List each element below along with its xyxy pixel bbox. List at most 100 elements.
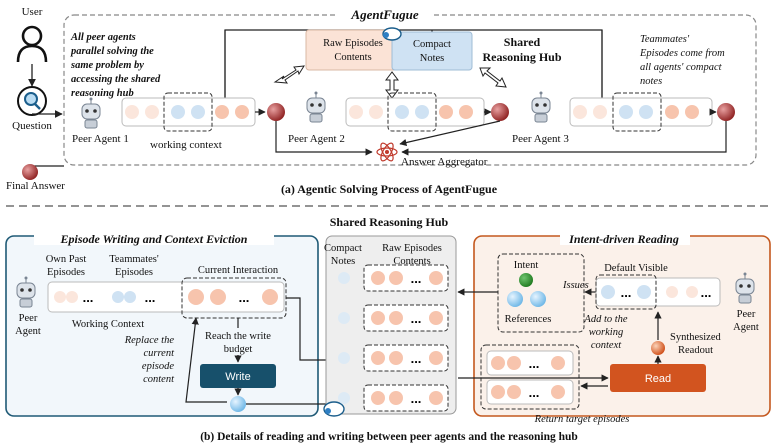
writing-title: Episode Writing and Context Eviction — [60, 232, 248, 246]
reader-context-bar — [595, 277, 721, 307]
read-button[interactable] — [610, 364, 706, 392]
agent3-answer-node — [717, 103, 735, 121]
svg-text:current: current — [143, 348, 175, 359]
bottom-panel: Shared Reasoning Hub Episode Writing and… — [5, 215, 771, 443]
search-question-icon — [17, 86, 47, 116]
left-note: All peer agents parallel solving the sam… — [70, 32, 161, 99]
episode-dot — [338, 272, 350, 284]
reading-title: Intent-driven Reading — [568, 232, 679, 246]
episode-dot — [491, 385, 505, 399]
reference-node-2 — [530, 291, 546, 307]
svg-text:Teammates': Teammates' — [640, 34, 690, 45]
episode-dot — [666, 286, 678, 298]
caption-a: (a) Agentic Solving Process of AgentFugu… — [281, 182, 498, 196]
episode-dot — [171, 105, 185, 119]
working-context-label: working context — [150, 139, 222, 151]
double-arrow-right — [479, 67, 507, 88]
ellipsis: ... — [411, 271, 422, 286]
references-label: References — [505, 314, 552, 325]
episode-dot — [551, 356, 565, 370]
bottom-hub-title: Shared Reasoning Hub — [330, 215, 449, 229]
working-context-label-b: Working Context — [72, 319, 144, 330]
episode-dot — [429, 311, 443, 325]
teammates-label: Teammates' — [109, 254, 159, 265]
hub-label-line2: Reasoning Hub — [482, 50, 561, 64]
ellipsis: ... — [621, 285, 632, 300]
episode-dot — [371, 351, 385, 365]
episode-dot — [371, 391, 385, 405]
svg-text:Episodes: Episodes — [115, 267, 153, 278]
issues-label: Issues — [562, 280, 589, 291]
svg-text:Episodes: Episodes — [47, 267, 85, 278]
compact-notes-box — [391, 31, 473, 71]
question-label: Question — [12, 120, 52, 132]
episode-dot — [389, 391, 403, 405]
ellipsis: ... — [529, 356, 540, 371]
ellipsis: ... — [83, 290, 94, 305]
ellipsis: ... — [411, 351, 422, 366]
return-episodes-box — [480, 344, 580, 410]
user-label: User — [22, 6, 43, 18]
cloud-icon — [382, 27, 402, 41]
frame-title: AgentFugue — [350, 7, 418, 22]
svg-text:Peer: Peer — [737, 309, 756, 320]
aggregator-label: Answer Aggregator — [401, 156, 488, 168]
agent2-answer-node — [491, 103, 509, 121]
agent3-working-context — [612, 92, 662, 132]
robot-icon-agent2 — [306, 91, 326, 123]
robot-icon-writer — [16, 276, 36, 308]
episode-dot — [338, 392, 350, 404]
svg-text:same problem by: same problem by — [70, 60, 144, 71]
agent1-answer-node — [267, 103, 285, 121]
episode-dot — [686, 286, 698, 298]
svg-text:Agent: Agent — [733, 322, 759, 333]
svg-text:Notes: Notes — [331, 256, 356, 267]
svg-text:Raw Episodes: Raw Episodes — [323, 38, 383, 49]
svg-text:working: working — [589, 327, 623, 338]
episode-dot — [389, 311, 403, 325]
atom-aggregator-icon — [376, 141, 398, 163]
episode-dot — [215, 105, 229, 119]
episode-dot — [429, 351, 443, 365]
episode-dot — [210, 289, 226, 305]
agent1-working-context — [163, 92, 213, 132]
episode-dot — [349, 105, 363, 119]
svg-text:Compact: Compact — [413, 39, 451, 50]
raw-contents-label: Raw Episodes — [382, 243, 442, 254]
current-interaction-label: Current Interaction — [198, 265, 279, 276]
episode-dot — [459, 105, 473, 119]
episode-dot — [124, 291, 136, 303]
episode-dot — [573, 105, 587, 119]
episode-dot — [685, 105, 699, 119]
robot-icon-agent1 — [81, 97, 101, 129]
new-episode-node — [230, 396, 246, 412]
svg-text:content: content — [143, 374, 175, 385]
episode-dot — [395, 105, 409, 119]
replace-note: Replace the — [124, 335, 175, 346]
add-note: Add to the — [583, 314, 627, 325]
episode-dot — [637, 285, 651, 299]
reference-node-1 — [507, 291, 523, 307]
episode-dot — [551, 385, 565, 399]
episode-dot — [338, 352, 350, 364]
svg-text:notes: notes — [640, 76, 662, 87]
episode-dot — [54, 291, 66, 303]
episode-dot — [429, 271, 443, 285]
episode-dot — [389, 351, 403, 365]
ellipsis: ... — [411, 391, 422, 406]
write-button[interactable] — [200, 364, 276, 388]
intent-references-box — [497, 253, 585, 333]
ellipsis: ... — [529, 385, 540, 400]
episode-dot — [665, 105, 679, 119]
episode-dot — [601, 285, 615, 299]
svg-text:Notes: Notes — [420, 53, 445, 64]
user-icon — [16, 25, 48, 63]
ellipsis: ... — [411, 311, 422, 326]
episode-dot — [507, 385, 521, 399]
readout-node — [651, 341, 665, 355]
robot-icon-reader — [735, 272, 755, 304]
agent1-label: Peer Agent 1 — [72, 133, 129, 145]
episode-dot — [262, 289, 278, 305]
episode-dot — [507, 356, 521, 370]
raw-episode-slot — [363, 344, 449, 372]
